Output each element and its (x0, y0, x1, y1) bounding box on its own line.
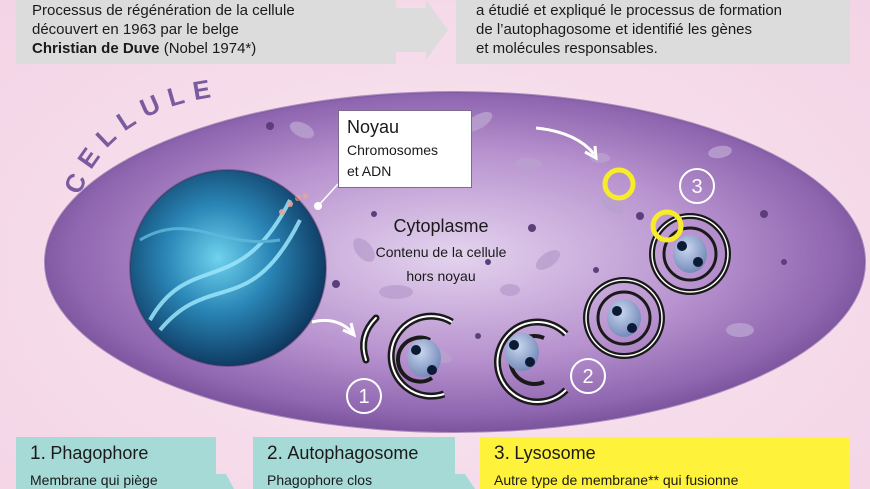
cytoplasm-line-1: Contenu de la cellule (375, 244, 507, 260)
nobel-note: (Nobel 1974*) (159, 40, 257, 57)
history-box: Processus de régénération de la cellule … (16, 0, 396, 64)
step-box-phagophore: 1. Phagophore Membrane qui piège (16, 437, 216, 489)
step-2-number: 2. (267, 443, 283, 464)
history-line-3: Christian de Duve (Nobel 1974*) (32, 39, 396, 58)
step-arrow-2-icon (455, 474, 475, 489)
step-box-autophagosome: 2. Autophagosome Phagophore clos (253, 437, 455, 489)
step-marker-2-label: 2 (582, 366, 593, 388)
dna-helix-icon (139, 199, 302, 332)
step-3-desc: Autre type de membrane** qui fusionne (494, 472, 739, 488)
discovery-box: a étudié et expliqué le processus de for… (456, 0, 850, 64)
discovery-line-1: a étudié et expliqué le processus de for… (476, 2, 783, 19)
cytoplasm-label: Cytoplasme Contenu de la cellule hors no… (366, 216, 516, 285)
history-line-2: découvert en 1963 par le belge (32, 21, 239, 38)
step-marker-1 (346, 378, 382, 414)
discovery-line-3: et molécules responsables. (476, 40, 658, 57)
lysosome-ring (602, 167, 636, 201)
arrow-to-step1-icon (311, 318, 354, 334)
step-2-desc: Phagophore clos (267, 472, 373, 488)
organelles (289, 111, 754, 363)
cell-diagram: CELLULE (44, 72, 866, 433)
discovery-line-2: de l’autophagosome et identifié les gène… (476, 21, 753, 38)
lysosome-fusion (649, 209, 731, 295)
process-arrows (311, 126, 598, 338)
step-marker-2 (570, 358, 606, 394)
arrow-head-1 (342, 322, 357, 338)
step-1-number: 1. (30, 443, 46, 464)
autophagosome-closed (583, 277, 665, 359)
nucleus-leader-line (317, 183, 339, 207)
step-3-number: 3. (494, 443, 510, 464)
step-marker-3 (679, 168, 715, 204)
step-markers: 1 2 3 (346, 168, 715, 414)
step-arrow-1-icon (216, 474, 234, 489)
scientist-name: Christian de Duve (32, 40, 160, 57)
nucleus-line-2: et ADN (347, 163, 392, 179)
history-line-1: Processus de régénération de la cellule (32, 2, 295, 19)
step-2-title: Autophagosome (287, 443, 419, 463)
lysosome-ring-fusing (650, 209, 684, 243)
cytoplasm-title: Cytoplasme (393, 216, 489, 236)
step-3-title: Lysosome (514, 443, 596, 463)
autophagosome-forming (493, 318, 569, 406)
step-marker-3-label: 3 (691, 176, 702, 198)
top-arrow-icon (396, 0, 448, 60)
step-marker-1-label: 1 (358, 386, 369, 408)
arrow-head-3 (584, 145, 598, 161)
nucleus-label-box: Noyau Chromosomes et ADN (338, 110, 472, 188)
step-box-lysosome: 3. Lysosome Autre type de membrane** qui… (480, 437, 850, 489)
step-1-title: Phagophore (50, 443, 149, 463)
nucleus-title: Noyau (347, 117, 400, 137)
cytoplasm-line-2: hors noyau (406, 268, 476, 284)
arrow-to-step3-icon (535, 126, 596, 155)
nucleus-line-1: Chromosomes (347, 142, 439, 158)
nucleus-pointer-dot (314, 202, 322, 210)
phagophore (360, 312, 454, 400)
nucleus (129, 169, 327, 367)
step-1-desc: Membrane qui piège (30, 472, 158, 488)
